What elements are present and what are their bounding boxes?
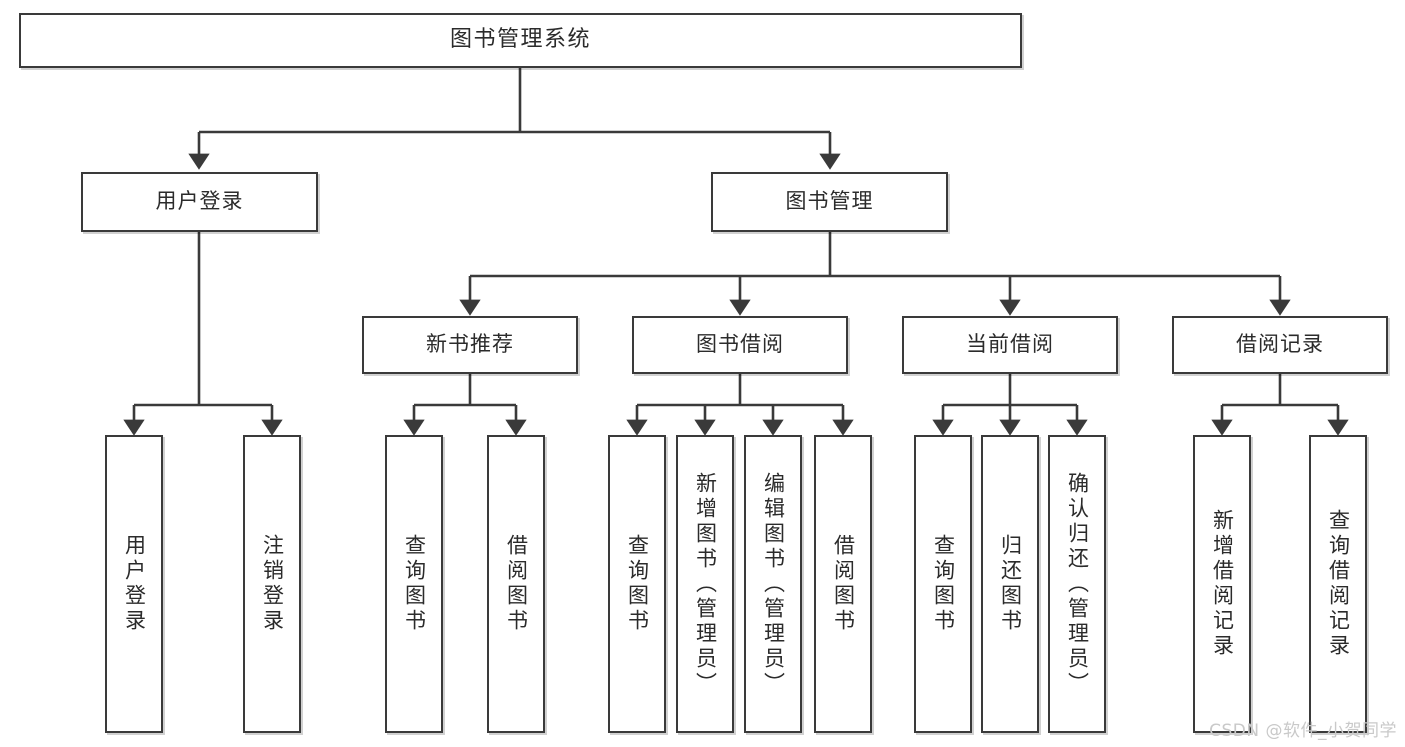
node-book-borrow[interactable]: 图书借阅 <box>632 316 848 374</box>
node-leaf-add-borrow-record[interactable]: 新增借阅记录 <box>1193 435 1251 733</box>
node-label: 新增借阅记录 <box>1210 509 1235 659</box>
node-label: 当前借阅 <box>966 332 1054 357</box>
node-user-login[interactable]: 用户登录 <box>81 172 318 232</box>
node-label: 新增图书（管理员） <box>693 471 718 697</box>
node-label: 借阅图书 <box>504 534 529 634</box>
node-label: 图书管理 <box>785 189 874 214</box>
node-label: 查询借阅记录 <box>1326 509 1351 659</box>
node-label: 新书推荐 <box>426 332 514 357</box>
node-label: 查询图书 <box>931 534 956 634</box>
node-label: 查询图书 <box>625 534 650 634</box>
node-label: 图书管理系统 <box>449 27 591 53</box>
node-borrow-record[interactable]: 借阅记录 <box>1172 316 1388 374</box>
node-leaf-borrow-book-new-recommend[interactable]: 借阅图书 <box>487 435 545 733</box>
node-book-management[interactable]: 图书管理 <box>711 172 948 232</box>
node-label: 借阅记录 <box>1236 332 1324 357</box>
node-label: 查询图书 <box>402 534 427 634</box>
node-label: 借阅图书 <box>831 534 856 634</box>
node-leaf-query-book-current[interactable]: 查询图书 <box>914 435 972 733</box>
node-label: 归还图书 <box>998 534 1023 634</box>
node-leaf-confirm-return-admin[interactable]: 确认归还（管理员） <box>1048 435 1106 733</box>
node-new-book-recommend[interactable]: 新书推荐 <box>362 316 578 374</box>
node-leaf-query-book-new-recommend[interactable]: 查询图书 <box>385 435 443 733</box>
node-label: 用户登录 <box>122 534 147 634</box>
node-leaf-add-book-admin[interactable]: 新增图书（管理员） <box>676 435 734 733</box>
node-label: 注销登录 <box>260 534 285 634</box>
node-root-library-management-system[interactable]: 图书管理系统 <box>19 13 1022 68</box>
node-label: 编辑图书（管理员） <box>761 471 786 697</box>
node-label: 确认归还（管理员） <box>1065 471 1090 697</box>
node-leaf-query-book-borrow[interactable]: 查询图书 <box>608 435 666 733</box>
node-leaf-logout[interactable]: 注销登录 <box>243 435 301 733</box>
node-leaf-borrow-book-borrow[interactable]: 借阅图书 <box>814 435 872 733</box>
node-leaf-user-login[interactable]: 用户登录 <box>105 435 163 733</box>
node-label: 用户登录 <box>155 189 244 214</box>
node-current-borrow[interactable]: 当前借阅 <box>902 316 1118 374</box>
node-leaf-return-book[interactable]: 归还图书 <box>981 435 1039 733</box>
node-leaf-edit-book-admin[interactable]: 编辑图书（管理员） <box>744 435 802 733</box>
node-leaf-query-borrow-record[interactable]: 查询借阅记录 <box>1309 435 1367 733</box>
node-label: 图书借阅 <box>696 332 784 357</box>
